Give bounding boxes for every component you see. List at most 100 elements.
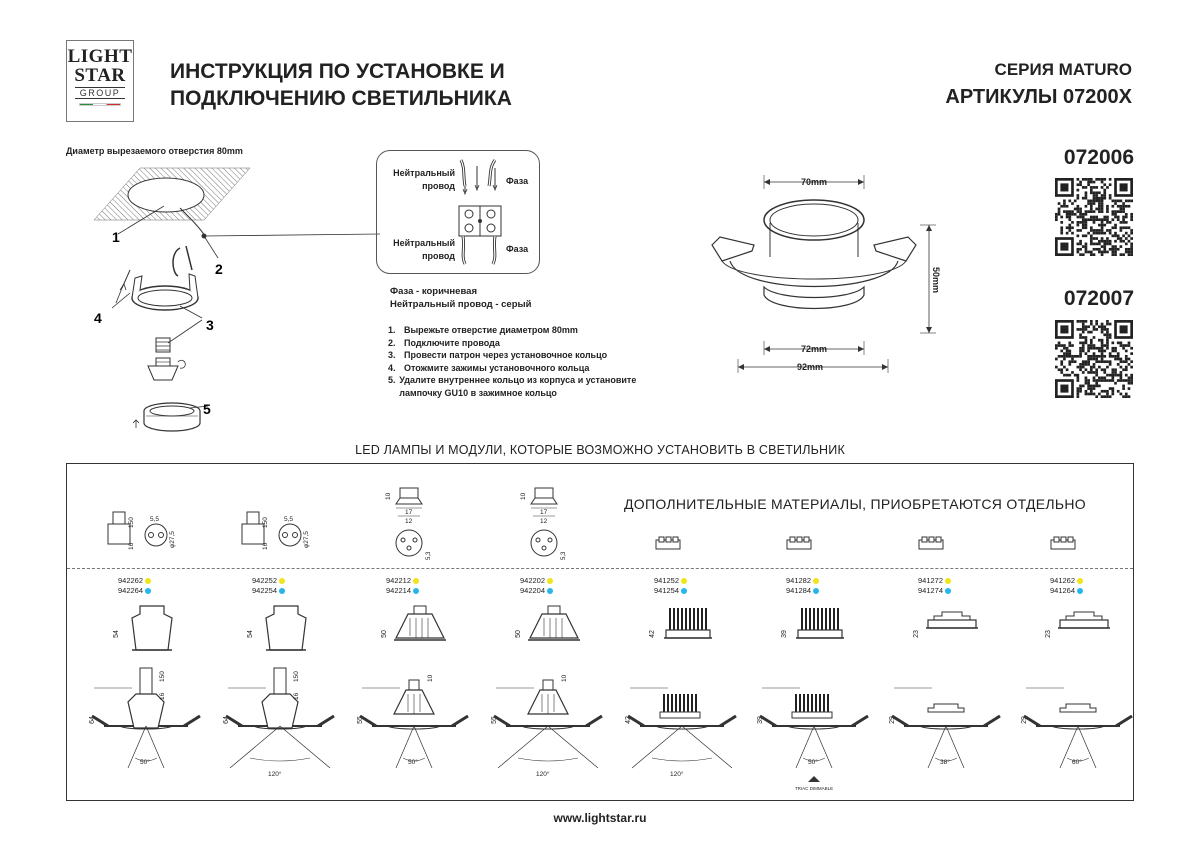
- installed-height: 55: [357, 716, 364, 724]
- neutral-wire-label-bottom: Нейтральный провод: [393, 238, 455, 261]
- logo-line-3: GROUP: [75, 87, 125, 99]
- led-section-frame: [66, 463, 1134, 801]
- wire-connection-diagram: [455, 158, 505, 268]
- italy-flag-icon: [79, 103, 121, 106]
- warm-code: 942212: [386, 576, 412, 585]
- socket-w1: 17: [405, 509, 413, 516]
- cut-hole-label: Диаметр вырезаемого отверстия 80mm: [66, 146, 243, 156]
- installed-height: 64: [223, 716, 230, 724]
- warm-dot-icon: [413, 578, 420, 585]
- gu10-socket-drawing-2: 150 16 5,5 φ27,5: [234, 508, 324, 558]
- beam-angle: 120°: [670, 770, 684, 778]
- qr-code-icon: [1055, 320, 1133, 398]
- warm-code: 941262: [1050, 576, 1076, 585]
- beam-angle: 60°: [1072, 758, 1082, 766]
- callout-2: 2: [215, 261, 223, 277]
- cold-code: 942264: [118, 585, 144, 595]
- lamp-drawing: 50: [378, 600, 468, 660]
- series-label: СЕРИЯ MATURO: [994, 60, 1132, 79]
- lamp-height: 54: [247, 630, 254, 638]
- installed-height: 64: [89, 716, 96, 724]
- step-item: 5.Удалите внутреннее кольцо из корпуса и…: [388, 375, 637, 398]
- dim-inner: 72mm: [801, 344, 827, 354]
- cold-dot-icon: [145, 587, 152, 594]
- lamp-height: 50: [381, 630, 388, 638]
- extra-materials-title: ДОПОЛНИТЕЛЬНЫЕ МАТЕРИАЛЫ, ПРИОБРЕТАЮТСЯ …: [624, 496, 1086, 512]
- phase-color-note: Фаза - коричневая: [390, 286, 477, 297]
- terminal-block-icon: [918, 536, 944, 552]
- installed-height: 29: [889, 716, 896, 724]
- beam-angle: 120°: [268, 770, 282, 778]
- logo-line-2: STAR: [74, 65, 126, 86]
- cold-dot-icon: [547, 587, 554, 594]
- lamp-drawing: 23: [1042, 600, 1132, 660]
- warm-code: 942202: [520, 576, 546, 585]
- socket-dia: φ27,5: [169, 531, 176, 548]
- socket-pin: 5,3: [561, 551, 567, 560]
- article-code-1: 072006: [1063, 146, 1134, 169]
- neutral-wire-label-top: Нейтральный провод: [393, 168, 455, 191]
- cold-code: 941284: [786, 585, 812, 595]
- callout-1: 1: [112, 229, 120, 245]
- warm-code: 942252: [252, 576, 278, 585]
- installed-height: 39: [757, 716, 764, 724]
- beam-angle: 50°: [140, 758, 150, 766]
- step-item: 1.Вырежьте отверстие диаметром 80mm: [388, 325, 578, 335]
- gu10-socket-drawing-1: 150 16 5,5 φ27,5: [100, 508, 190, 558]
- beam-angle: 38°: [940, 758, 950, 766]
- brand-logo: LIGHT STAR GROUP: [66, 40, 134, 122]
- socket-b: 16: [128, 542, 135, 550]
- cold-dot-icon: [681, 587, 688, 594]
- qr-code-icon: [1055, 178, 1133, 256]
- cold-dot-icon: [945, 587, 952, 594]
- lamp-drawing: 23: [910, 600, 1000, 660]
- installed-height: 55: [491, 716, 498, 724]
- footer-url: www.lightstar.ru: [553, 811, 647, 825]
- articles-label: АРТИКУЛЫ 07200X: [945, 86, 1132, 108]
- callout-3: 3: [206, 317, 214, 333]
- cold-dot-icon: [413, 587, 420, 594]
- socket-h: 10: [385, 492, 392, 500]
- callout-4: 4: [94, 310, 102, 326]
- socket-w1: 17: [540, 509, 548, 516]
- socket-h: 10: [520, 492, 527, 500]
- warm-dot-icon: [945, 578, 952, 585]
- lamp-height: 54: [113, 630, 120, 638]
- warm-code: 942262: [118, 576, 144, 585]
- socket-w2: 12: [540, 518, 548, 525]
- socket-b: 16: [262, 542, 269, 550]
- step-item: 2.Подключите провода: [388, 337, 500, 348]
- base-height: 16: [293, 692, 300, 700]
- wire-color-notes: Фаза - коричневая Нейтральный провод - с…: [390, 285, 531, 311]
- warm-dot-icon: [813, 578, 820, 585]
- logo-line-1: LIGHT: [67, 46, 133, 67]
- installed-lamp-drawing: 64 120° 150 16: [214, 660, 348, 794]
- warm-code: 941282: [786, 576, 812, 585]
- wiring-box: [376, 150, 540, 274]
- cold-code: 941274: [918, 585, 944, 595]
- wire-height: 150: [159, 671, 166, 682]
- led-section-title: LED ЛАМПЫ И МОДУЛИ, КОТОРЫЕ ВОЗМОЖНО УСТ…: [355, 443, 845, 457]
- warm-dot-icon: [681, 578, 688, 585]
- lamp-drawing: 50: [512, 600, 602, 660]
- lamp-note: TRIAC DIMMABLE: [795, 786, 833, 791]
- wire-height: 150: [293, 671, 300, 682]
- cold-dot-icon: [1077, 587, 1084, 594]
- installed-height: 29: [1021, 716, 1028, 724]
- lamp-height: 42: [649, 630, 656, 638]
- lamp-drawing: 54: [110, 600, 200, 660]
- warm-code: 941272: [918, 576, 944, 585]
- phase-wire-label-top: Фаза: [506, 176, 529, 186]
- dim-height: 50mm: [931, 267, 941, 293]
- phase-wire-label-bottom: Фаза: [506, 244, 529, 254]
- installed-lamp-drawing: 29 60°: [1012, 660, 1146, 794]
- mr16-socket-drawing-1: 10 17 12 5,3: [380, 480, 440, 565]
- dim-top: 70mm: [801, 177, 827, 187]
